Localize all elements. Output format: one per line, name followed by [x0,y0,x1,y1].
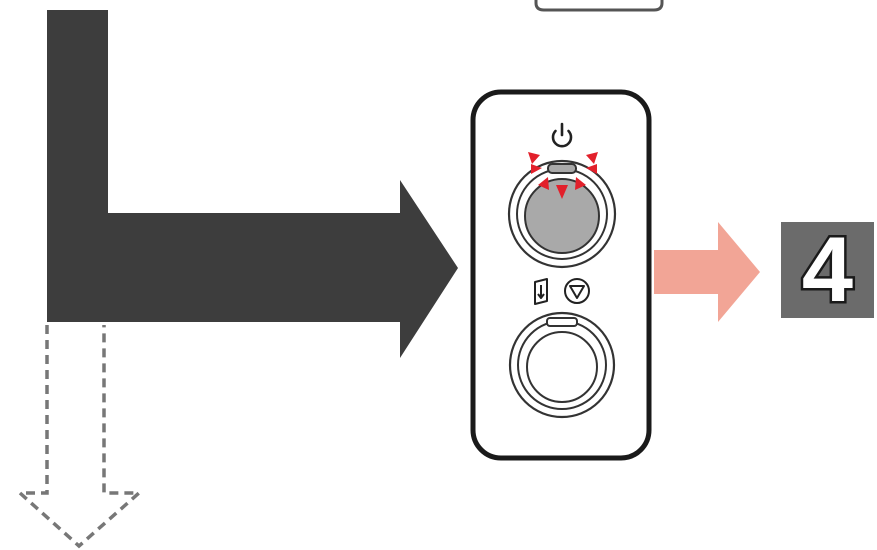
top-tab [534,0,664,12]
stop-resume-button[interactable] [508,311,616,419]
step-number-badge: 4 [781,219,874,321]
power-lamp [547,163,577,174]
power-icon [551,122,573,148]
power-button[interactable] [507,159,617,269]
blink-indicator-icon [528,152,598,199]
paper-resume-icon [534,278,548,305]
main-flow-arrow [47,10,458,358]
stop-button-tab [546,317,578,327]
operation-panel [470,89,652,461]
next-step-arrow [654,222,760,322]
step-number: 4 [799,219,855,321]
alternate-path-dashed-arrow [15,325,144,549]
stop-icon [564,278,590,304]
